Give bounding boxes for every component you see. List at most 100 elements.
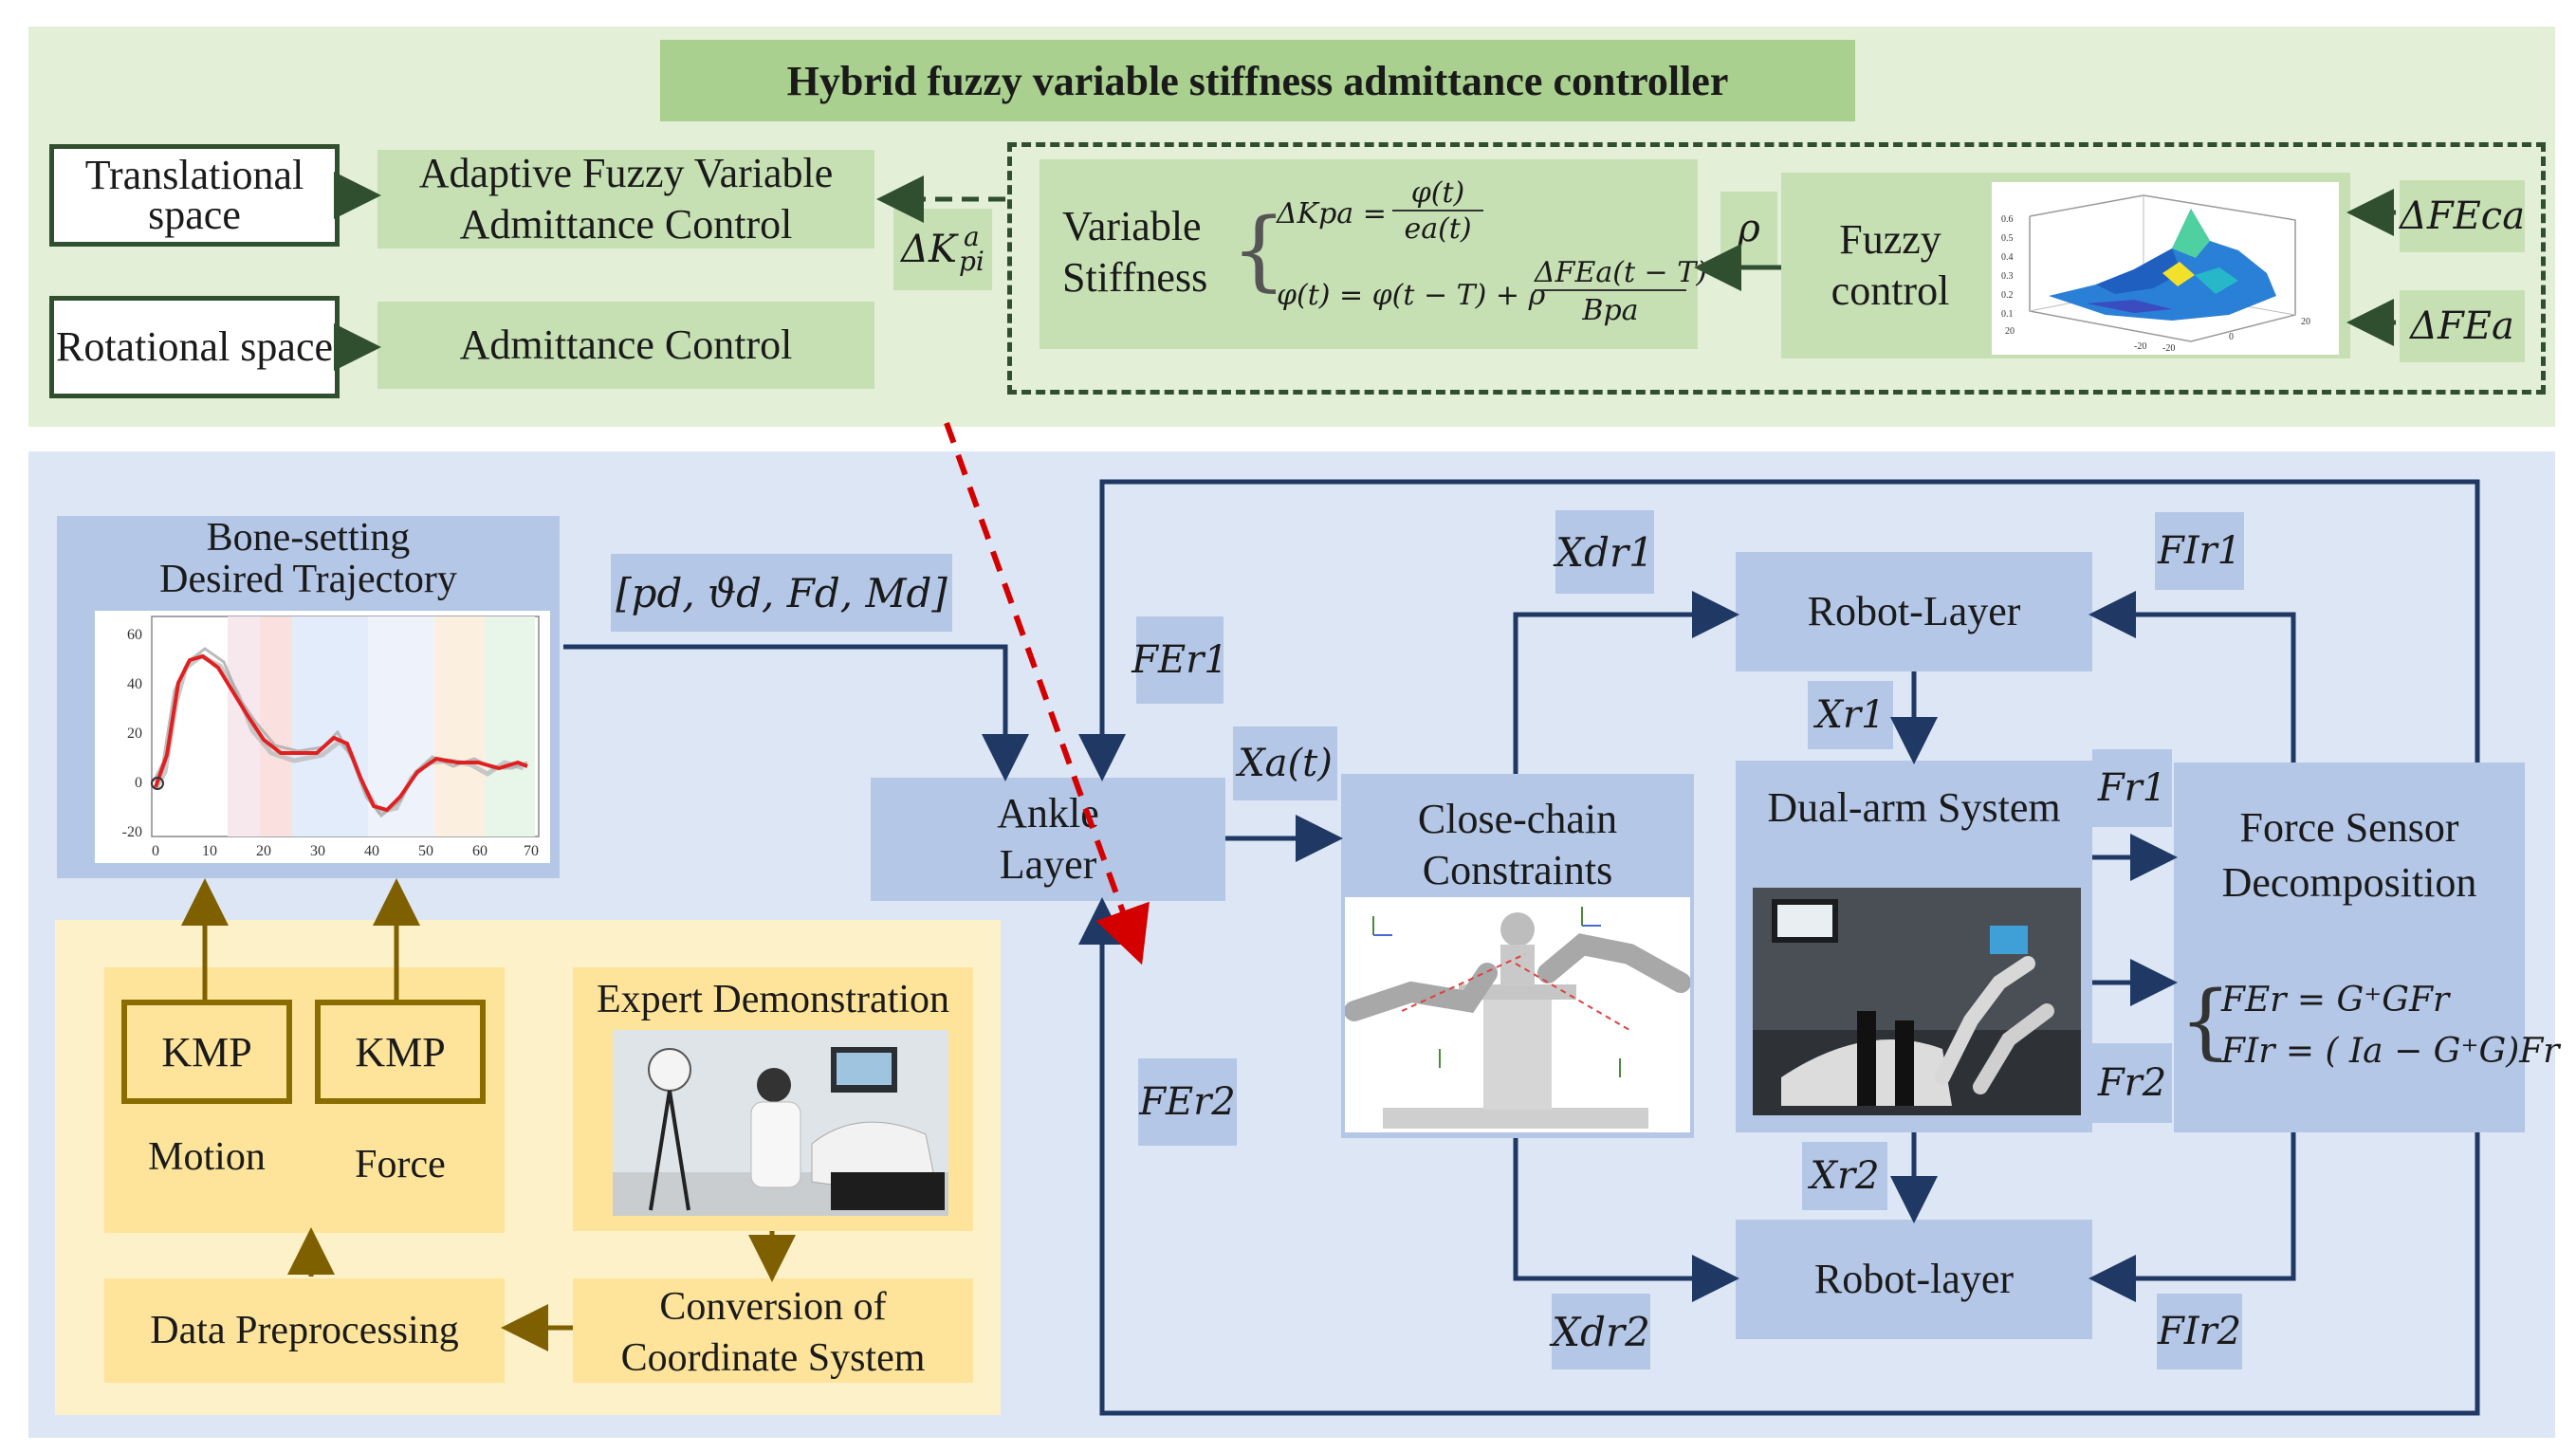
ankle-layer-box: Ankle Layer (871, 778, 1225, 901)
x-r2-label: Xr2 (1802, 1142, 1887, 1210)
x-r1-label: Xr1 (1808, 681, 1893, 749)
force-sensor-box: Force Sensor Decomposition { FEr = G⁺GFr… (2174, 763, 2559, 1132)
controller-title: Hybrid fuzzy variable stiffness admittan… (660, 40, 1855, 121)
surface-tick-05: 0.5 (2001, 233, 2014, 244)
kmp-force-box: KMP (315, 1000, 486, 1104)
arrow-fe-r1-loop (1078, 479, 2480, 781)
eq1-lhs: ΔKpa = (1277, 197, 1387, 230)
robot-layer-top-label: Robot-Layer (1807, 588, 2021, 634)
arrow-to-robot-top (1513, 591, 1739, 774)
fe-r2-label: FEr2 (1138, 1058, 1237, 1146)
conversion-label-1: Conversion of (659, 1285, 887, 1329)
arrow-to-robot-bottom (1513, 1138, 1739, 1302)
x-dr2-label: Xdr2 (1552, 1294, 1650, 1369)
traj-xtick-0: 0 (152, 843, 159, 859)
eq2-lhs: φ(t) = φ(t − T) + ρ (1277, 279, 1546, 312)
variable-stiffness-box: Variable Stiffness { ΔKpa = φ(t) ea(t) φ… (1040, 159, 1707, 349)
surface-tick-m20b: -20 (2162, 343, 2175, 354)
fuzzy-control-box: Fuzzy control 0.6 0.5 0.4 0.3 0.2 0.1 20… (1781, 173, 2350, 358)
traj-ytick-60: 60 (127, 627, 142, 643)
delta-kpi-sup: a (964, 221, 980, 252)
f-r1-label: Fr1 (2092, 749, 2172, 827)
data-preprocessing-label: Data Preprocessing (150, 1309, 459, 1352)
translational-space-box: Translational space (49, 144, 340, 247)
adaptive-fuzzy-label: Adaptive Fuzzy Variable Admittance Contr… (418, 150, 834, 248)
surface-tick-m20a: -20 (2134, 341, 2146, 352)
delta-kpi-sub: pi (958, 246, 984, 277)
surface-tick-01: 0.1 (2001, 309, 2014, 320)
traj-ytick-40: 40 (127, 676, 142, 692)
force-sensor-label-2: Decomposition (2221, 859, 2477, 906)
surface-tick-04: 0.4 (2001, 252, 2014, 263)
force-sensor-eq-1: FEr = G⁺GFr (2221, 981, 2450, 1020)
robot-layer-top-box: Robot-Layer (1736, 552, 2092, 671)
expert-demo-label: Expert Demonstration (596, 978, 950, 1021)
surface-tick-20b: 20 (2301, 317, 2310, 327)
trajectory-plot-svg: 60 40 20 0 -20 0 10 20 30 40 50 60 70 (122, 616, 540, 859)
robot-layer-bottom-label: Robot-layer (1813, 1256, 2015, 1302)
traj-ytick-20: 20 (127, 726, 142, 742)
admittance-control-label: Admittance Control (459, 322, 793, 368)
dual-arm-svg (1753, 888, 2081, 1115)
traj-xtick-70: 70 (524, 843, 539, 859)
traj-xtick-40: 40 (364, 843, 379, 859)
close-chain-box: Close-chain Constraints (1341, 774, 1694, 1138)
traj-xtick-60: 60 (472, 843, 488, 859)
close-chain-figure (1344, 897, 1691, 1132)
rho-label: ρ (1720, 192, 1777, 266)
arrow-fi-r2 (2088, 1132, 2296, 1302)
fi-r1-label: FIr1 (2155, 512, 2244, 590)
robot-layer-bottom-box: Robot-layer (1736, 1220, 2092, 1339)
fe-r1-label: FEr1 (1132, 616, 1228, 704)
ankle-layer-label: Ankle Layer (997, 790, 1099, 888)
kmp-group: KMP KMP Motion Force (104, 967, 505, 1233)
arrow-fi-r1 (2088, 591, 2296, 763)
trajectory-plot: 60 40 20 0 -20 0 10 20 30 40 50 60 70 (95, 611, 550, 863)
adaptive-fuzzy-box: Adaptive Fuzzy Variable Admittance Contr… (377, 150, 874, 248)
force-label: Force (355, 1143, 446, 1186)
dual-arm-photo (1753, 888, 2081, 1115)
close-chain-svg (1344, 907, 1691, 1129)
variable-stiffness-label: Variable Stiffness (1062, 203, 1208, 301)
traj-xtick-50: 50 (418, 843, 433, 859)
traj-xtick-30: 30 (310, 843, 325, 859)
close-chain-label: Close-chain Constraints (1417, 796, 1618, 893)
surface-tick-0: 0 (2229, 332, 2234, 342)
eq1-denominator: ea(t) (1404, 212, 1472, 246)
arrow-trajectory-to-ankle (563, 644, 1029, 781)
fuzzy-stiffness-group (1007, 142, 2546, 395)
translational-space-label: Translational space (84, 152, 304, 238)
traj-ytick-0: 0 (135, 775, 142, 791)
expert-demo-box: Expert Demonstration (573, 967, 973, 1231)
eq2-numerator: ΔFEa(t − T) (1535, 256, 1707, 291)
eq1-numerator: φ(t) (1392, 176, 1483, 211)
rotational-space-label: Rotational space (55, 323, 333, 370)
trajectory-title-1: Bone-setting (206, 516, 411, 560)
expert-demo-photo (613, 1030, 948, 1216)
f-r2-label: Fr2 (2092, 1043, 2172, 1123)
arrow-controller-to-ankle (944, 421, 1150, 965)
force-sensor-eq-2: FIr = ( Ia − G⁺G)Fr (2221, 1032, 2560, 1071)
fuzzy-control-label: Fuzzy control (1831, 216, 1950, 314)
fi-r2-label: FIr2 (2157, 1294, 2242, 1369)
force-sensor-label-1: Force Sensor (2239, 804, 2459, 851)
force-sensor-brace: { (2180, 974, 2232, 1069)
kmp-motion-box: KMP (121, 1000, 292, 1104)
delta-kpi-base: ΔK (901, 228, 957, 271)
dual-arm-box: Dual-arm System (1736, 761, 2092, 1132)
trajectory-box: Bone-setting Desired Trajectory 60 40 20… (57, 516, 560, 878)
delta-fec-label: ΔFEca (2400, 180, 2525, 252)
surface-tick-03: 0.3 (2001, 271, 2014, 282)
trajectory-title-2: Desired Trajectory (159, 558, 457, 601)
delta-fe-label: ΔFEa (2400, 290, 2525, 362)
admittance-control-box: Admittance Control (377, 302, 874, 389)
motion-label: Motion (148, 1135, 266, 1179)
surface-tick-02: 0.2 (2001, 290, 2014, 301)
dual-arm-label: Dual-arm System (1767, 784, 2061, 831)
eq2-denominator: Bpa (1582, 294, 1639, 327)
xa-label: Xa(t) (1233, 726, 1337, 800)
x-dr1-label: Xdr1 (1555, 510, 1654, 594)
expert-demo-svg (613, 1030, 948, 1216)
traj-xtick-10: 10 (202, 843, 217, 859)
